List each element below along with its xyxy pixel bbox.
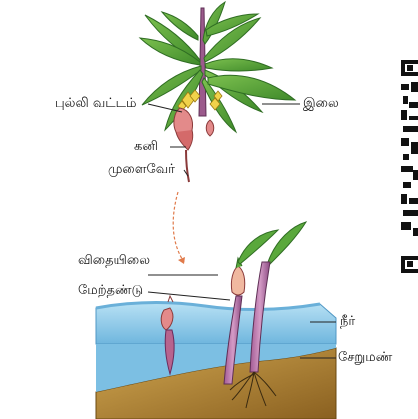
hanging-fruit: [174, 108, 193, 182]
small-fruit: [206, 120, 214, 136]
qr-code: [397, 58, 418, 273]
label-leaf: இலை: [303, 96, 339, 112]
label-fruit: கனி: [134, 139, 158, 155]
mangrove-branch: [140, 2, 295, 182]
label-mud: சேறுமண்: [338, 350, 392, 366]
label-radicle: முளைவேர்: [108, 162, 175, 178]
label-calyx: புல்லி வட்டம்: [55, 96, 136, 112]
development-arrow: [173, 192, 185, 264]
habitat: [96, 302, 336, 419]
label-hypocotyl: மேற்தண்டு: [78, 283, 143, 299]
leaf-cluster: [140, 2, 295, 132]
label-cotyledon: விதையிலை: [78, 253, 150, 269]
label-water: நீர்: [340, 314, 355, 330]
